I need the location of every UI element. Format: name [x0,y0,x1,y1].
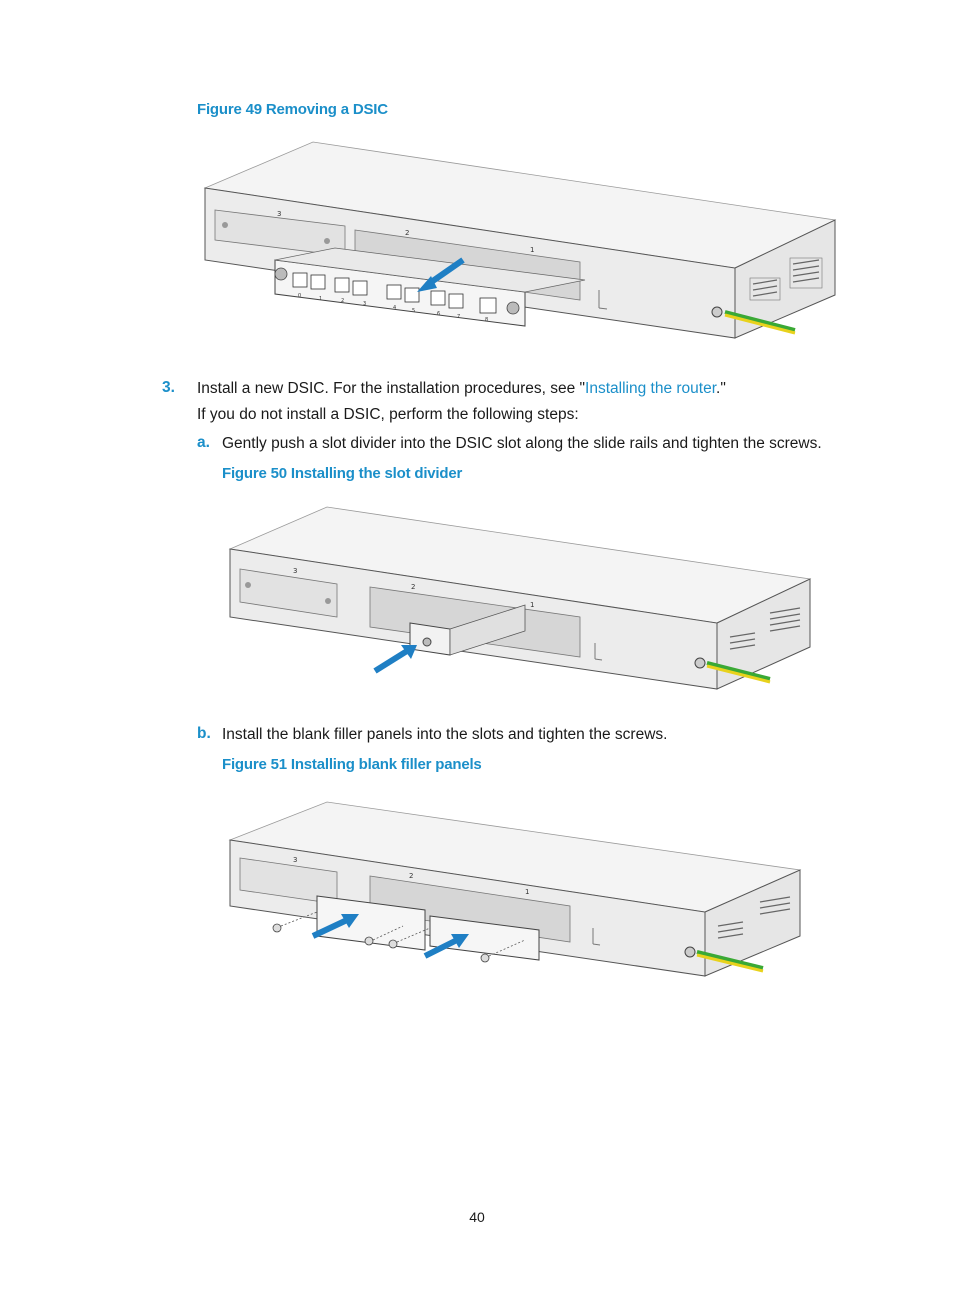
step-b-marker: b. [197,725,211,742]
step-3-number: 3. [162,379,175,396]
port-3-label: 3 [363,301,366,307]
slot-1-label: 1 [530,601,534,609]
port-5-label: 5 [412,308,415,314]
slot-1-label: 1 [525,888,529,896]
figure-51-caption: Figure 51 Installing blank filler panels [222,756,482,773]
slot-3-label: 3 [293,567,297,575]
figure-51-installing-filler-panels: 3 2 1 [225,800,815,980]
figure-49-removing-dsic: 3 2 1 0 1 2 3 4 5 6 7 8 [195,140,845,345]
port-7-label: 7 [457,314,460,320]
figure-50-caption: Figure 50 Installing the slot divider [222,465,463,482]
insert-arrow [373,648,409,674]
slot-2-label: 2 [405,229,409,237]
slot-3-label: 3 [277,210,281,218]
figure-50-installing-slot-divider: 3 2 1 [225,505,815,695]
insert-arrow-right [423,937,459,959]
insert-arrow-left [311,917,349,939]
port-2-label: 2 [341,298,344,304]
page-number: 40 [469,1209,485,1225]
slot-2-label: 2 [411,583,415,591]
step-3-subtext: If you do not install a DSIC, perform th… [197,406,579,423]
step-b-text: Install the blank filler panels into the… [222,726,668,743]
figure-49-caption: Figure 49 Removing a DSIC [197,101,388,118]
step-a-text: Gently push a slot divider into the DSIC… [222,435,822,452]
slot-3-label: 3 [293,856,297,864]
step-a-marker: a. [197,434,210,451]
slot-1-label: 1 [530,246,534,254]
port-8-label: 8 [485,317,488,323]
slot-2-label: 2 [409,872,413,880]
step-3-text-before: Install a new DSIC. For the installation… [197,380,586,397]
installing-router-link[interactable]: Installing the router [585,380,717,397]
port-4-label: 4 [393,305,396,311]
step-3-text-after: ." [716,380,726,397]
port-1-label: 1 [319,296,322,302]
port-6-label: 6 [437,311,440,317]
step-3-text: Install a new DSIC. For the installation… [197,379,726,399]
port-0-label: 0 [298,293,301,299]
